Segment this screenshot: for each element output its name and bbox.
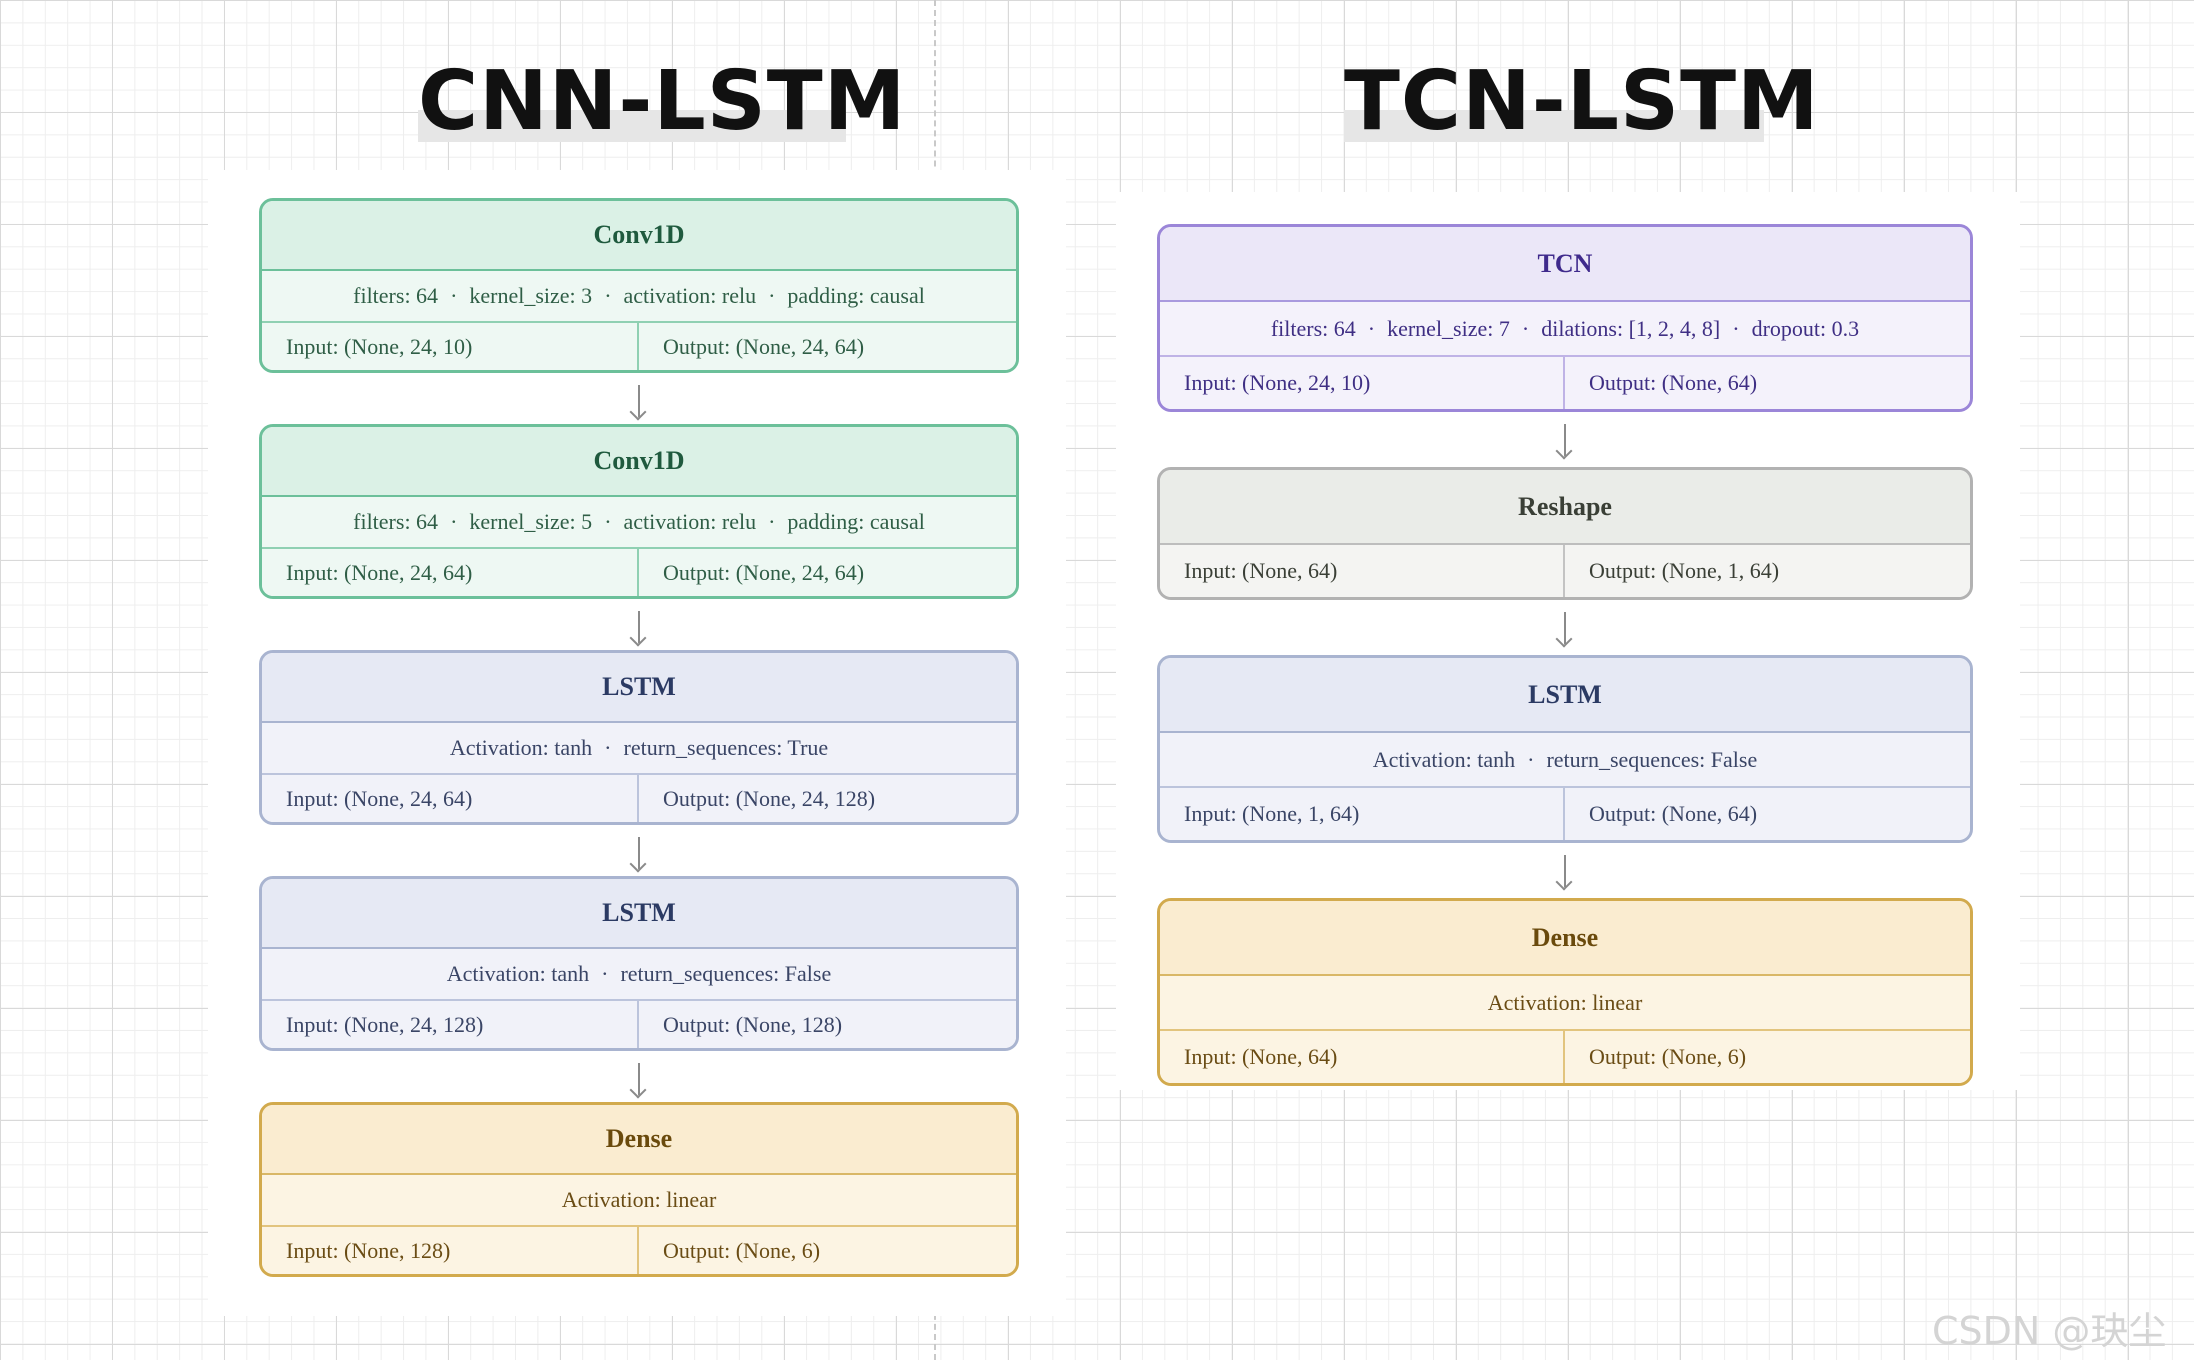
output-shape: Output: (None, 64)	[1589, 801, 1758, 826]
param: Activation: linear	[1487, 989, 1643, 1015]
param: activation: relu	[623, 509, 757, 534]
output-shape: Output: (None, 24, 64)	[663, 333, 865, 359]
input-shape: Input: (None, 64)	[1160, 1031, 1565, 1083]
down-arrow-icon	[629, 385, 649, 421]
param: activation: relu	[623, 283, 757, 308]
block-params: filters: 64· kernel_size: 7· dilations: …	[1160, 302, 1970, 357]
input-shape: Input: (None, 24, 10)	[1160, 357, 1565, 409]
output-shape: Output: (None, 64)	[1589, 370, 1758, 395]
block-params: filters: 64· kernel_size: 3· activation:…	[262, 271, 1016, 323]
lstm-block-right: LSTM Activation: tanh· return_sequences:…	[1157, 655, 1973, 843]
block-header: Dense	[1160, 901, 1970, 976]
input-shape: Input: (None, 128)	[262, 1227, 639, 1274]
reshape-block: Reshape Input: (None, 64) Output: (None,…	[1157, 467, 1973, 600]
down-arrow-icon	[629, 837, 649, 873]
param: kernel_size: 5	[469, 509, 593, 534]
param: filters: 64	[1270, 315, 1356, 341]
down-arrow-icon	[629, 611, 649, 647]
input-shape: Input: (None, 24, 64)	[262, 775, 639, 822]
block-header: TCN	[1160, 227, 1970, 302]
block-params: Activation: tanh· return_sequences: True	[262, 723, 1016, 775]
param: kernel_size: 3	[469, 283, 593, 308]
block-io: Input: (None, 24, 64) Output: (None, 24,…	[262, 775, 1016, 822]
param: Activation: linear	[561, 1187, 717, 1212]
dense-block-right: Dense Activation: linear Input: (None, 6…	[1157, 898, 1973, 1086]
conv1d-block-2: Conv1D filters: 64· kernel_size: 5· acti…	[259, 424, 1019, 599]
param: filters: 64	[353, 509, 439, 534]
param: return_sequences: True	[623, 735, 829, 760]
block-io: Input: (None, 24, 10) Output: (None, 24,…	[262, 323, 1016, 370]
down-arrow-icon	[1555, 855, 1575, 891]
lstm-block-2: LSTM Activation: tanh· return_sequences:…	[259, 876, 1019, 1051]
block-params: Activation: tanh· return_sequences: Fals…	[262, 949, 1016, 1001]
lstm-block-1: LSTM Activation: tanh· return_sequences:…	[259, 650, 1019, 825]
param: dropout: 0.3	[1751, 315, 1860, 341]
block-header: LSTM	[1160, 658, 1970, 733]
input-shape: Input: (None, 24, 128)	[262, 1001, 639, 1048]
block-params: Activation: linear	[262, 1175, 1016, 1227]
cnn-lstm-title: CNN-LSTM	[418, 54, 907, 149]
block-header: Dense	[262, 1105, 1016, 1175]
down-arrow-icon	[1555, 424, 1575, 460]
block-header: Conv1D	[262, 201, 1016, 271]
block-header: Conv1D	[262, 427, 1016, 497]
block-io: Input: (None, 128) Output: (None, 6)	[262, 1227, 1016, 1274]
output-shape: Output: (None, 24, 128)	[663, 785, 876, 811]
block-params: Activation: linear	[1160, 976, 1970, 1031]
output-shape: Output: (None, 6)	[663, 1237, 821, 1263]
tcn-lstm-title: TCN-LSTM	[1344, 54, 1820, 149]
param: filters: 64	[353, 283, 439, 308]
conv1d-block-1: Conv1D filters: 64· kernel_size: 3· acti…	[259, 198, 1019, 373]
output-shape: Output: (None, 6)	[1589, 1044, 1747, 1069]
output-shape: Output: (None, 1, 64)	[1589, 558, 1780, 583]
input-shape: Input: (None, 24, 10)	[262, 323, 639, 370]
block-io: Input: (None, 24, 128) Output: (None, 12…	[262, 1001, 1016, 1048]
block-header: LSTM	[262, 879, 1016, 949]
param: padding: causal	[787, 509, 925, 534]
param: Activation: tanh	[449, 735, 593, 760]
tcn-block: TCN filters: 64· kernel_size: 7· dilatio…	[1157, 224, 1973, 412]
output-shape: Output: (None, 24, 64)	[663, 559, 865, 585]
down-arrow-icon	[629, 1063, 649, 1099]
param: Activation: tanh	[446, 961, 590, 986]
block-io: Input: (None, 64) Output: (None, 6)	[1160, 1031, 1970, 1083]
param: return_sequences: False	[620, 961, 832, 986]
input-shape: Input: (None, 64)	[1160, 545, 1565, 597]
param: dilations: [1, 2, 4, 8]	[1541, 315, 1721, 341]
input-shape: Input: (None, 24, 64)	[262, 549, 639, 596]
block-params: Activation: tanh· return_sequences: Fals…	[1160, 733, 1970, 788]
block-header: LSTM	[262, 653, 1016, 723]
block-io: Input: (None, 24, 10) Output: (None, 64)	[1160, 357, 1970, 409]
watermark: CSDN @玦尘	[1932, 1309, 2167, 1353]
block-header: Reshape	[1160, 470, 1970, 545]
param: kernel_size: 7	[1387, 315, 1510, 341]
param: return_sequences: False	[1546, 746, 1758, 772]
down-arrow-icon	[1555, 612, 1575, 648]
param: padding: causal	[787, 283, 925, 308]
output-shape: Output: (None, 128)	[663, 1011, 843, 1037]
block-io: Input: (None, 64) Output: (None, 1, 64)	[1160, 545, 1970, 597]
param: Activation: tanh	[1372, 746, 1516, 772]
block-io: Input: (None, 1, 64) Output: (None, 64)	[1160, 788, 1970, 840]
dense-block-left: Dense Activation: linear Input: (None, 1…	[259, 1102, 1019, 1277]
input-shape: Input: (None, 1, 64)	[1160, 788, 1565, 840]
block-params: filters: 64· kernel_size: 5· activation:…	[262, 497, 1016, 549]
block-io: Input: (None, 24, 64) Output: (None, 24,…	[262, 549, 1016, 596]
